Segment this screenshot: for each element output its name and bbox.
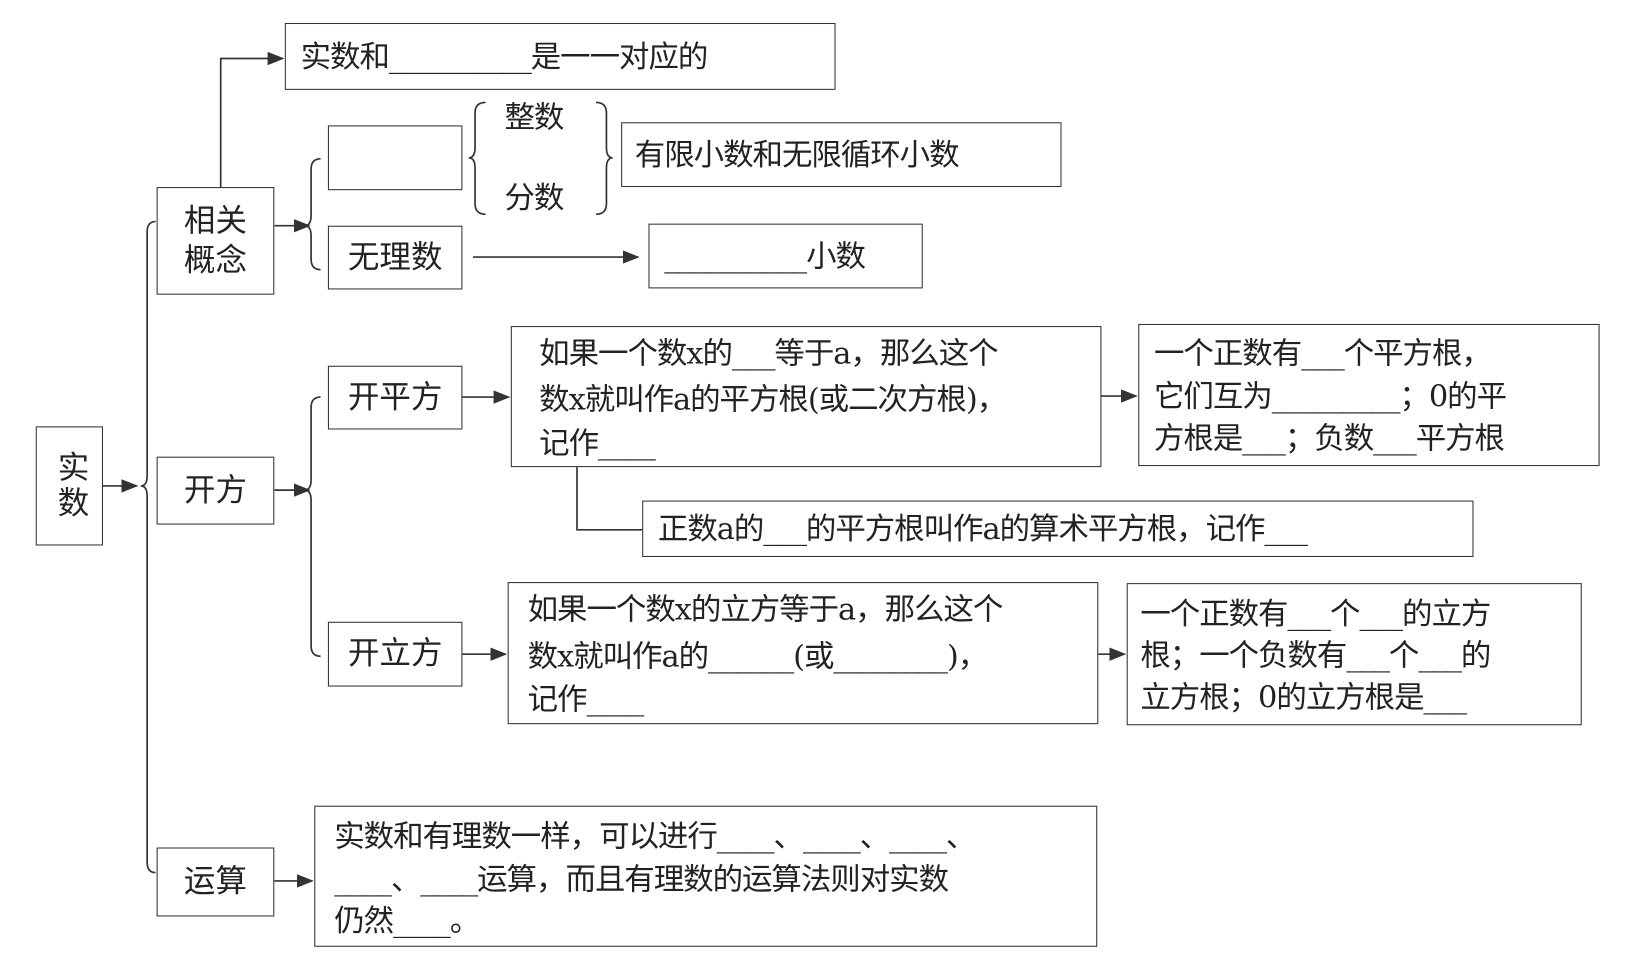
cube-root-definition: 如果一个数x的立方等于a，那么这个 数x就叫作a的______(或_______… bbox=[507, 582, 1099, 725]
cube-root-box: 开立方 bbox=[327, 621, 463, 687]
irrational-desc-box: __________小数 bbox=[648, 223, 923, 289]
branch-operations: 运算 bbox=[156, 847, 275, 917]
rational-blank-box bbox=[327, 125, 463, 191]
correspondence-box: 实数和__________是一一对应的 bbox=[284, 22, 836, 90]
root-node: 实数 bbox=[35, 426, 103, 546]
arithmetic-root-box: 正数a的___的平方根叫作a的算术平方根，记作___ bbox=[642, 500, 1474, 557]
square-root-definition: 如果一个数x的___等于a，那么这个 数x就叫作a的平方根(或二次方根)， 记作… bbox=[510, 326, 1102, 468]
branch-roots: 开方 bbox=[156, 456, 275, 525]
cube-root-properties: 一个正数有___个___的立方 根；一个负数有___个___的 立方根；0的立方… bbox=[1126, 583, 1582, 726]
rational-desc-box: 有限小数和无限循环小数 bbox=[621, 122, 1062, 188]
integer-label: 整数 bbox=[504, 99, 564, 135]
fraction-label: 分数 bbox=[504, 179, 564, 216]
square-root-box: 开平方 bbox=[327, 365, 463, 430]
square-root-properties: 一个正数有___个平方根， 它们互为_________；0的平 方根是___；负… bbox=[1138, 323, 1600, 467]
branch-concepts: 相关概念 bbox=[156, 187, 275, 295]
irrational-box: 无理数 bbox=[327, 225, 463, 290]
operations-box: 实数和有理数一样，可以进行____、____、____、 ____、____运算… bbox=[314, 805, 1098, 947]
